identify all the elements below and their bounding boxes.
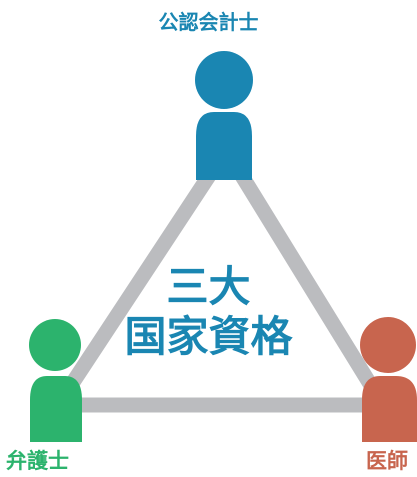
node-label-left: 弁護士 <box>6 449 69 473</box>
triangle-connector <box>50 142 391 413</box>
person-icon-right <box>360 317 417 442</box>
center-title-line1: 三大 <box>166 262 251 311</box>
center-title: 三大 国家資格 <box>0 262 417 361</box>
person-icon-left <box>29 319 82 442</box>
node-label-top: 公認会計士 <box>158 10 259 34</box>
center-title-line2: 国家資格 <box>124 311 293 361</box>
triangle-edge-top-left <box>50 142 234 413</box>
triangle-edge-top-right <box>218 142 391 413</box>
person-icon-top <box>195 51 253 180</box>
node-label-right: 医師 <box>366 449 408 473</box>
